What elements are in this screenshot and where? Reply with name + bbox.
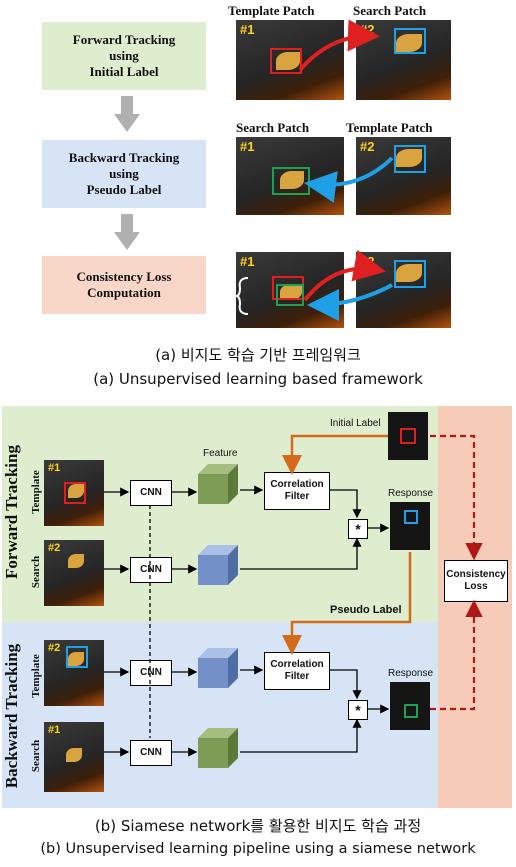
caption-a-korean: (a) 비지도 학습 기반 프레임워크 <box>155 346 361 364</box>
forward-template-image: #1 <box>44 460 104 526</box>
green-bounding-box <box>404 704 418 718</box>
bracket-icon <box>235 277 249 315</box>
cnn-block: CNN <box>130 557 172 583</box>
feature-cube <box>198 648 238 688</box>
caption-a-english: (a) Unsupervised learning based framewor… <box>93 370 423 388</box>
forward-response-map <box>390 502 430 550</box>
template-patch-label: Template Patch <box>228 3 315 18</box>
feature-label: Feature <box>203 448 238 459</box>
stage-forward-tracking: Forward Tracking using Initial Label <box>42 22 206 90</box>
green-bounding-box <box>276 284 304 306</box>
down-arrow-icon <box>114 96 140 132</box>
pseudo-label-text: Pseudo Label <box>330 604 402 616</box>
frame-number: #1 <box>240 139 255 154</box>
template-patch-image: #1 <box>236 20 344 100</box>
frame-number: #2 <box>360 139 375 154</box>
consistency-loss-block: Consistency Loss <box>444 560 508 602</box>
template-patch-image: #2 <box>356 137 451 215</box>
cnn-block: CNN <box>130 740 172 766</box>
frame-number: #2 <box>48 542 61 554</box>
blue-bounding-box <box>394 28 426 54</box>
frame-number: #1 <box>240 254 255 269</box>
backward-search-image: #1 <box>44 722 104 792</box>
blue-bounding-box <box>404 510 418 524</box>
multiply-operator: * <box>348 519 368 539</box>
blue-bounding-box <box>394 145 426 173</box>
frame-number: #1 <box>240 22 255 37</box>
red-bounding-box <box>64 482 86 504</box>
stage-consistency-loss: Consistency Loss Computation <box>42 256 206 314</box>
forward-search-image: #2 <box>44 540 104 606</box>
frame-number: #1 <box>48 462 61 474</box>
caption-b-english: (b) Unsupervised learning pipeline using… <box>40 841 476 857</box>
correlation-filter-block: Correlation Filter <box>264 652 330 690</box>
initial-label-text: Initial Label <box>330 418 381 429</box>
search-patch-label: Search Patch <box>353 3 427 18</box>
initial-label-map <box>388 412 428 460</box>
cnn-block: CNN <box>130 480 172 506</box>
backward-template-image: #2 <box>44 640 104 706</box>
frame-number: #1 <box>48 724 61 736</box>
response-label: Response <box>388 488 434 499</box>
feature-cube <box>198 728 238 768</box>
response-label: Response <box>388 668 434 679</box>
stage-backward-tracking: Backward Tracking using Pseudo Label <box>42 140 206 208</box>
search-patch-label: Search Patch <box>236 120 310 135</box>
cnn-block: CNN <box>130 660 172 686</box>
feature-cube <box>198 545 238 585</box>
red-bounding-box <box>400 428 416 444</box>
down-arrow-icon <box>114 214 140 250</box>
caption-b-korean: (b) Siamese network를 활용한 비지도 학습 과정 <box>94 817 422 835</box>
curved-arrows <box>298 19 394 321</box>
backward-response-map <box>390 682 430 730</box>
frame-number: #2 <box>48 642 61 654</box>
blue-bounding-box <box>394 260 426 288</box>
feature-cube <box>198 464 238 504</box>
correlation-filter-block: Correlation Filter <box>264 472 330 510</box>
template-patch-label: Template Patch <box>346 120 433 135</box>
red-bounding-box <box>270 48 302 74</box>
blue-bounding-box <box>66 646 88 668</box>
